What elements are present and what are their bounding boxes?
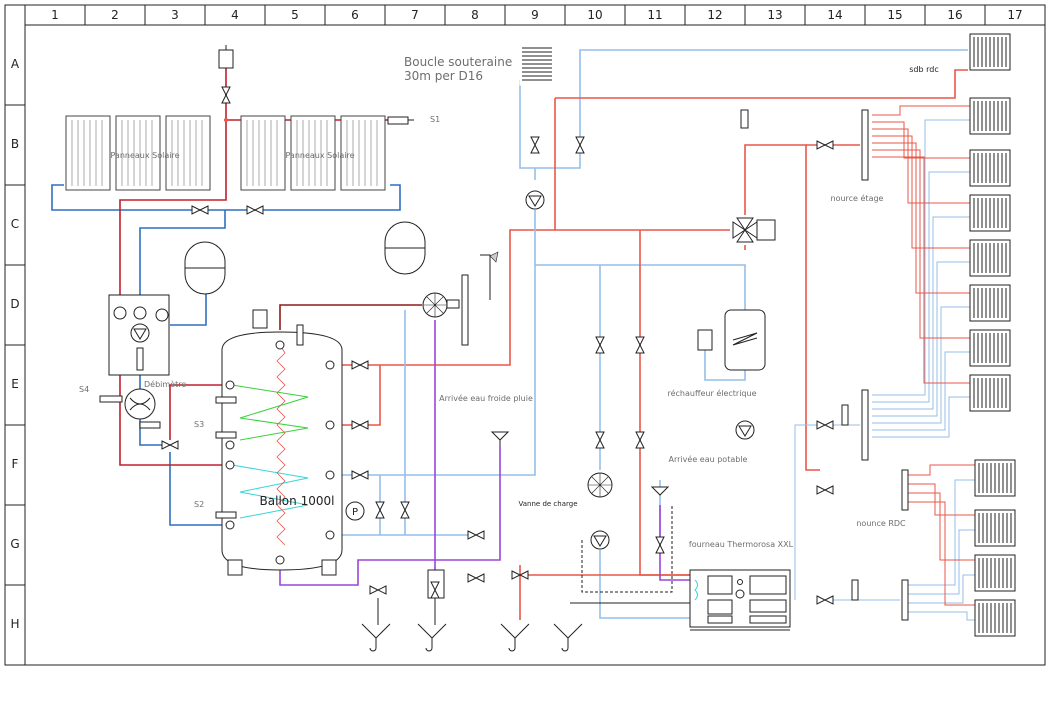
pressure-label: P xyxy=(352,507,358,518)
column-label: 1 xyxy=(51,8,59,22)
row-label: C xyxy=(10,217,20,231)
temperature-probe xyxy=(461,251,499,346)
valve-solar-2[interactable] xyxy=(246,205,264,215)
flowmeter-label: Débimètre xyxy=(144,379,186,389)
pump-loop xyxy=(525,190,545,210)
s2-label: S2 xyxy=(194,500,204,509)
air-vent xyxy=(218,45,234,122)
wood-stove: fourneau Thermorosa XXL xyxy=(689,540,794,631)
manifold-rdc: nounce RDC xyxy=(856,469,909,621)
three-way-valve[interactable] xyxy=(732,217,776,243)
valve-loop-1[interactable] xyxy=(530,136,540,154)
tank-label: Ballon 1000l xyxy=(260,494,335,508)
pipes xyxy=(51,49,975,621)
manifold-rdc-label: nounce RDC xyxy=(856,519,906,528)
column-label: 13 xyxy=(767,8,783,22)
column-label: 16 xyxy=(947,8,963,22)
valve-loop-2[interactable] xyxy=(575,136,585,154)
column-label: 4 xyxy=(231,8,239,22)
column-label: 12 xyxy=(707,8,723,22)
row-label: E xyxy=(11,377,19,391)
column-label: 9 xyxy=(531,8,539,22)
column-label: 11 xyxy=(647,8,663,22)
valve-etage-out[interactable] xyxy=(816,420,834,430)
valve-solar-1[interactable] xyxy=(191,205,209,215)
flow-meter: S4 Débimètre xyxy=(79,379,186,429)
row-label: B xyxy=(10,137,20,151)
row-label: F xyxy=(11,457,19,471)
valve-tank-v1[interactable] xyxy=(375,501,385,519)
mixing-valve-purple[interactable] xyxy=(427,569,445,599)
mixer-valve[interactable] xyxy=(422,292,448,318)
valve-cold-in[interactable] xyxy=(467,530,485,540)
valve-solar-3[interactable] xyxy=(161,440,179,450)
valve-col10-2[interactable] xyxy=(595,431,605,449)
valve-potable[interactable] xyxy=(655,536,665,554)
drain-4 xyxy=(553,623,583,652)
column-label: 10 xyxy=(587,8,603,22)
rain-water-label: Arrivée eau froide pluie xyxy=(439,393,533,403)
s3-label: S3 xyxy=(194,420,204,429)
expansion-vessel-main xyxy=(384,221,426,275)
valve-col11-1[interactable] xyxy=(635,336,645,354)
column-label: 3 xyxy=(171,8,179,22)
potable-water-label: Arrivée eau potable xyxy=(669,454,748,464)
heater-label: réchauffeur électrique xyxy=(668,388,757,398)
radiators xyxy=(969,33,1016,637)
valve-tank-out-3[interactable] xyxy=(351,470,369,480)
column-label: 5 xyxy=(291,8,299,22)
valve-rdc-out[interactable] xyxy=(816,595,834,605)
manifold-etage: nource étage xyxy=(831,109,884,461)
valve-tank-v2[interactable] xyxy=(400,501,410,519)
grid-frame xyxy=(4,4,1046,666)
column-label: 17 xyxy=(1007,8,1023,22)
s1-label: S1 xyxy=(430,115,440,124)
row-label: H xyxy=(10,617,20,631)
sensor-s1: S1 xyxy=(387,115,440,125)
drain-2 xyxy=(417,623,447,652)
column-label: 15 xyxy=(887,8,903,22)
storage-tank: Ballon 1000l S3 S2 xyxy=(194,331,343,576)
electric-heater: réchauffeur électrique xyxy=(668,309,766,398)
column-label: 8 xyxy=(471,8,479,22)
valve-rdc-in[interactable] xyxy=(816,485,834,495)
valve-etage-in[interactable] xyxy=(816,140,834,150)
drain-1 xyxy=(361,623,391,652)
thermostat xyxy=(740,109,749,129)
valve-tank-out-2[interactable] xyxy=(351,420,369,430)
solar-pump-station xyxy=(108,294,170,376)
column-label: 14 xyxy=(827,8,843,22)
column-label: 2 xyxy=(111,8,119,22)
s4-label: S4 xyxy=(79,385,89,394)
column-label: 6 xyxy=(351,8,359,22)
row-label: D xyxy=(10,297,20,311)
sdb-rdc-label: sdb rdc xyxy=(909,65,939,74)
valve-col10-1[interactable] xyxy=(595,336,605,354)
pump-stove xyxy=(590,530,610,550)
panel-label-1: Panneaux Solaire xyxy=(110,151,179,160)
ground-loop: Boucle souteraine 30m per D16 xyxy=(404,44,555,86)
safety-valve[interactable] xyxy=(369,585,387,595)
manifold-etage-label: nource étage xyxy=(831,193,884,203)
row-label: A xyxy=(10,57,20,71)
charge-valve-label: Vanne de charge xyxy=(519,500,578,508)
row-label: G xyxy=(10,537,20,551)
stove-label: fourneau Thermorosa XXL xyxy=(689,540,794,549)
solar-panel-array-2: Panneaux Solaire xyxy=(240,115,386,191)
expansion-vessel-solar xyxy=(184,241,226,295)
valve-purple[interactable] xyxy=(467,573,485,583)
valve-col11-2[interactable] xyxy=(635,431,645,449)
pump-rdc xyxy=(735,420,755,440)
ground-loop-label-2: 30m per D16 xyxy=(404,69,483,83)
valve-tank-out-1[interactable] xyxy=(351,360,369,370)
charge-mixer[interactable] xyxy=(587,472,613,498)
solar-panel-array-1: Panneaux Solaire xyxy=(65,115,211,191)
pressure-gauge: P xyxy=(345,501,365,521)
panel-label-2: Panneaux Solaire xyxy=(285,151,354,160)
column-label: 7 xyxy=(411,8,419,22)
drain-3 xyxy=(500,623,530,652)
tank-vent xyxy=(252,309,304,346)
ground-loop-label-1: Boucle souteraine xyxy=(404,55,512,69)
